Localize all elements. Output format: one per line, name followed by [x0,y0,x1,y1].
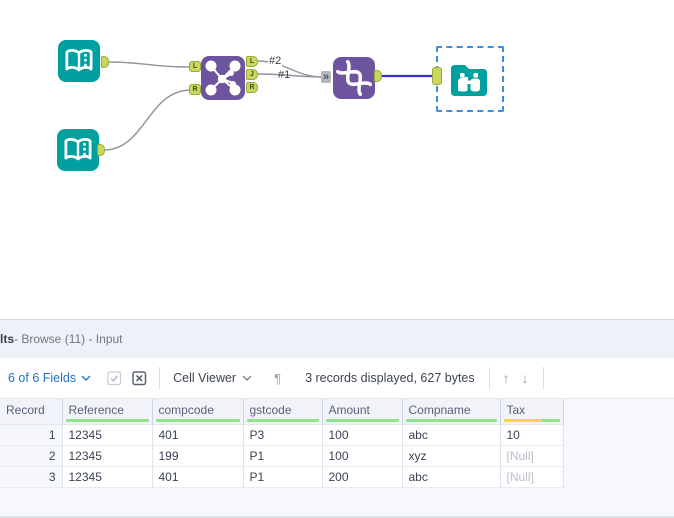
column-header-gstcode[interactable]: gstcode [243,399,323,425]
input1-output-anchor[interactable] [101,56,109,68]
column-header-amount[interactable]: Amount [322,399,403,425]
join-output-anchor-L[interactable]: L [246,56,258,67]
results-title-bold: lts [0,332,15,346]
tool-browse[interactable] [447,58,491,102]
union-output-anchor[interactable] [374,70,382,82]
wire-input1-join[interactable] [107,61,192,68]
data-quality-bar [246,418,319,422]
results-toolbar: 6 of 6 Fields Cell Viewer ¶ 3 records di… [0,358,674,399]
join-output-anchor-R[interactable]: R [246,82,258,93]
table-cell[interactable]: [Null] [500,466,564,488]
table-cell[interactable]: 100 [322,424,403,446]
fields-dropdown[interactable]: 6 of 6 Fields [8,371,91,385]
table-cell[interactable]: P3 [243,424,323,446]
tool-input-data-1[interactable] [58,40,100,82]
workflow-canvas[interactable]: L R L J R #2 #1 » [0,0,674,319]
union-icon [336,60,372,96]
wire-join-J-union[interactable] [256,73,323,78]
data-quality-bar [65,418,149,422]
table-cell[interactable]: abc [402,424,501,446]
table-cell[interactable]: xyz [402,445,501,467]
cell-viewer-dropdown[interactable]: Cell Viewer [173,371,252,385]
join-icon [205,60,241,96]
browse-icon [451,65,487,96]
results-title: - Browse (11) - Input [14,332,123,346]
data-quality-bar [325,418,399,422]
table-cell[interactable]: 12345 [62,445,153,467]
deselect-x-button[interactable] [132,370,147,386]
table-cell[interactable]: 199 [152,445,244,467]
table-cell[interactable]: [Null] [500,445,564,467]
record-number-cell[interactable]: 1 [0,424,63,446]
data-quality-bar [405,418,497,422]
column-header-tax[interactable]: Tax [500,399,564,425]
tool-join[interactable] [201,56,245,100]
table-cell[interactable]: 10 [500,424,564,446]
browse-input-anchor[interactable] [432,67,442,85]
input-data-icon [65,48,93,72]
table-cell[interactable]: P1 [243,445,323,467]
cell-viewer-label: Cell Viewer [173,371,237,385]
scroll-down-button[interactable]: ↓ [521,370,529,386]
chevron-down-icon [242,375,252,381]
column-header-record[interactable]: Record [0,399,63,425]
connection-label-1: #1 [278,69,291,81]
table-cell[interactable]: 100 [322,445,403,467]
toolbar-separator [542,367,544,389]
tool-union[interactable] [333,57,375,99]
wire-input2-join[interactable] [103,89,192,151]
toolbar-separator [159,367,161,389]
data-quality-bar [503,418,560,422]
toolbar-separator [488,367,490,389]
whitespace-toggle-button[interactable]: ¶ [274,370,282,386]
results-panel-header: lts - Browse (11) - Input [0,319,674,358]
tool-input-data-2[interactable] [57,129,99,171]
join-input-anchor-R[interactable]: R [189,84,201,95]
column-header-reference[interactable]: Reference [62,399,153,425]
column-header-compname[interactable]: Compname [402,399,501,425]
input-data-icon [64,137,92,161]
fields-dropdown-label: 6 of 6 Fields [8,371,77,385]
connection-label-2: #2 [268,55,283,67]
join-output-anchor-J[interactable]: J [246,69,258,80]
table-cell[interactable]: 12345 [62,424,153,446]
record-number-cell[interactable]: 3 [0,466,63,488]
union-multi-input-marker[interactable]: » [321,71,331,83]
records-status: 3 records displayed, 627 bytes [305,371,475,385]
table-cell[interactable]: 401 [152,424,244,446]
column-header-compcode[interactable]: compcode [152,399,244,425]
data-quality-bar [155,418,240,422]
input2-output-anchor[interactable] [97,144,105,156]
select-check-button[interactable] [107,370,122,386]
table-cell[interactable]: 401 [152,466,244,488]
chevron-down-icon [81,375,91,381]
checkbox-check-icon [107,370,122,385]
table-cell[interactable]: P1 [243,466,323,488]
table-cell[interactable]: 200 [322,466,403,488]
table-cell[interactable]: abc [402,466,501,488]
join-input-anchor-L[interactable]: L [189,61,201,72]
table-cell[interactable]: 12345 [62,466,153,488]
record-number-cell[interactable]: 2 [0,445,63,467]
connection-wires [103,60,434,151]
scroll-up-button[interactable]: ↑ [502,370,510,386]
x-box-icon [132,370,147,385]
